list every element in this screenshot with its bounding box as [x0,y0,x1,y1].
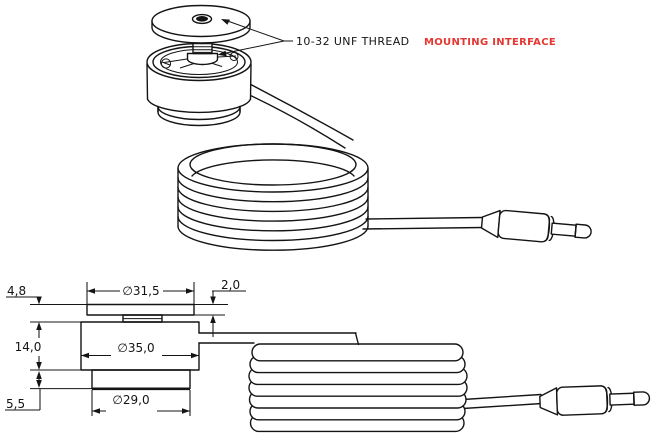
cap-hole [191,13,213,25]
svg-text:2,0: 2,0 [221,278,240,292]
callout-leaders [217,19,293,57]
cable-side [198,332,543,410]
base-profile [91,369,191,390]
svg-text:5,5: 5,5 [6,397,25,411]
body-profile [80,321,200,371]
audio-jack-isometric [480,209,592,243]
side-view: ∅31,5 4,8 2,0 14,0 [5,278,651,433]
svg-text:∅29,0: ∅29,0 [112,393,149,407]
svg-text:14,0: 14,0 [15,340,42,354]
thread-callout-label: 10-32 UNF THREAD [296,35,410,48]
dim-plate-thickness: 2,0 [210,278,246,337]
cable-coil-isometric [177,143,369,251]
sensor-body-isometric [146,35,252,127]
dimension-lines: ∅31,5 4,8 2,0 14,0 [5,278,246,416]
audio-jack-side [539,385,651,416]
svg-text:4,8: 4,8 [7,284,26,298]
sensor-cable-isometric [240,81,484,230]
svg-text:∅35,0: ∅35,0 [117,341,154,355]
mounting-interface-label: MOUNTING INTERFACE [424,37,556,48]
dim-base-height: 5,5 [5,371,42,411]
cap-profile [86,303,195,316]
sensor-cap-isometric [151,4,251,44]
sensor-profile-side [80,303,200,391]
svg-text:∅31,5: ∅31,5 [122,284,159,298]
cable-coil-side [248,332,468,433]
dim-body-height: 14,0 [15,330,42,370]
dim-cap-height: 4,8 [6,284,42,330]
dim-body-diameter: ∅35,0 [81,341,199,359]
dim-base-diameter: ∅29,0 [92,393,190,414]
isometric-view: 10-32 UNF THREAD MOUNTING INTERFACE [146,4,592,251]
dim-cap-diameter: ∅31,5 [87,284,194,298]
